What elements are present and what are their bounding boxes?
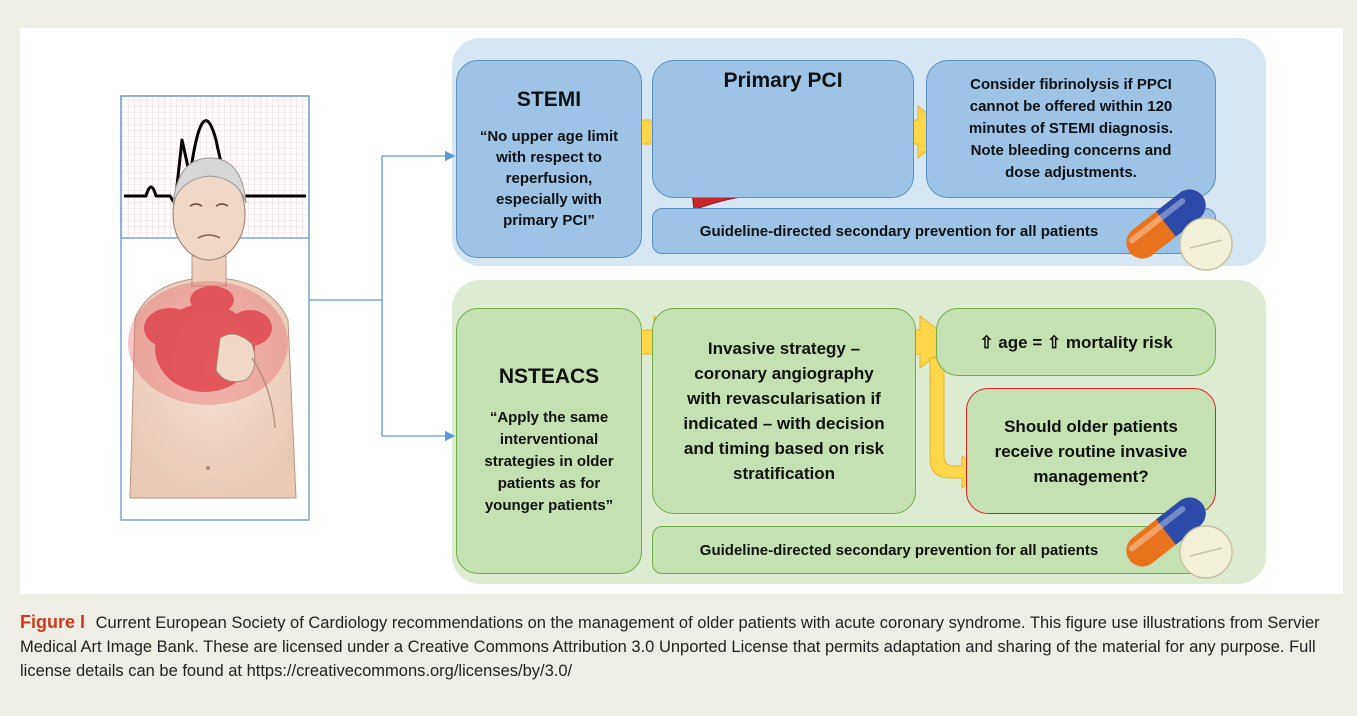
figure-panel: STEMI “No upper age limit with respect t… xyxy=(20,28,1343,594)
patient-chest-pain-illustration xyxy=(128,157,297,499)
figure-label: Figure I xyxy=(20,612,86,632)
primary-pci-title: Primary PCI xyxy=(723,69,843,92)
primary-pci-box: Primary PCI xyxy=(652,60,914,198)
nsteacs-quote: “Apply the same interventional strategie… xyxy=(484,409,614,514)
caption-text: Current European Society of Cardiology r… xyxy=(20,614,1320,680)
stemi-prevention-bar: Guideline-directed secondary prevention … xyxy=(652,208,1216,254)
nsteacs-prevention-text: Guideline-directed secondary prevention … xyxy=(699,541,1099,559)
figure-caption: Figure I Current European Society of Car… xyxy=(20,610,1340,683)
stemi-box: STEMI “No upper age limit with respect t… xyxy=(456,60,642,258)
nsteacs-prevention-bar: Guideline-directed secondary prevention … xyxy=(652,526,1216,574)
invasive-strategy-box: Invasive strategy – coronary angiography… xyxy=(652,308,916,514)
nsteacs-box: NSTEACS “Apply the same interventional s… xyxy=(456,308,642,574)
fibrinolysis-box: Consider fibrinolysis if PPCI cannot be … xyxy=(926,60,1216,198)
nsteacs-title: NSTEACS xyxy=(498,365,600,388)
routine-invasive-question-box: Should older patients receive routine in… xyxy=(966,388,1216,514)
connector-lines xyxy=(309,150,456,442)
stemi-prevention-text: Guideline-directed secondary prevention … xyxy=(699,222,1099,240)
invasive-strategy-text: Invasive strategy – coronary angiography… xyxy=(683,339,885,483)
stemi-quote: “No upper age limit with respect to repe… xyxy=(479,127,619,229)
fibrinolysis-text: Consider fibrinolysis if PPCI cannot be … xyxy=(968,76,1174,181)
age-risk-text: ⇧ age = ⇧ mortality risk xyxy=(979,332,1173,352)
stemi-title: STEMI xyxy=(516,87,582,111)
age-risk-box: ⇧ age = ⇧ mortality risk xyxy=(936,308,1216,376)
routine-invasive-question-text: Should older patients receive routine in… xyxy=(994,416,1188,486)
